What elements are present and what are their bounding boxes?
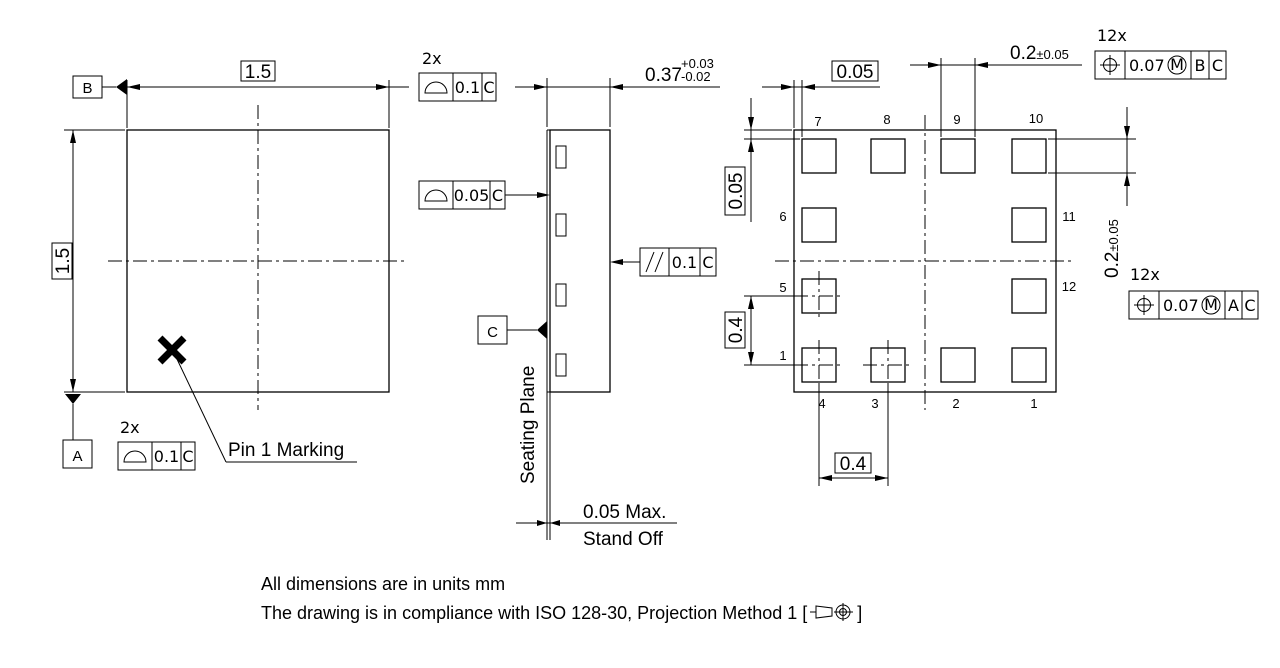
pitch-left: 0.4 (726, 316, 747, 343)
thickness-minus: -0.02 (681, 69, 711, 84)
seating-plane-label: Seating Plane (518, 366, 539, 484)
pad-12 (1011, 278, 1047, 314)
svg-text:0.1: 0.1 (154, 447, 179, 466)
width-dimension: 1.5 (245, 62, 271, 83)
height-dimension: 1.5 (53, 248, 74, 274)
pad-8 (870, 138, 906, 174)
datum-a-triangle (65, 394, 81, 404)
svg-text:B: B (1195, 56, 1206, 75)
svg-text:C: C (1212, 56, 1223, 75)
pin-label-7: 7 (814, 114, 821, 129)
pin-label-5: 5 (779, 280, 786, 295)
pin1-marker (157, 335, 187, 365)
svg-text:C: C (182, 447, 193, 466)
fcf-top-count: 2x (422, 49, 442, 68)
position-fcf-right: 0.07 M A C (1128, 290, 1259, 320)
svg-text:0.1: 0.1 (455, 78, 480, 97)
standard-note-close: ] (857, 603, 863, 623)
profile-fcf-top: 0.1 C (418, 72, 497, 102)
datum-c-triangle (537, 321, 547, 339)
datum-b-label: B (82, 80, 92, 97)
pin-label-8: 8 (883, 112, 890, 127)
pin-label-4: 4 (818, 396, 825, 411)
standoff-label: Stand Off (583, 529, 664, 550)
pin-label-2: 2 (952, 396, 959, 411)
pad-9 (940, 138, 976, 174)
mmc-modifier-icon (1167, 55, 1187, 75)
pin-numbers: 7 8 9 10 6 11 5 12 1 4 3 2 1 (779, 111, 1076, 411)
pad-11 (1011, 207, 1047, 243)
surface-profile-icon (424, 189, 448, 202)
position-icon (1100, 55, 1120, 75)
pin-label-11: 11 (1062, 209, 1076, 224)
thickness-plus: +0.03 (681, 56, 714, 71)
pin-label-1b: 1 (1030, 396, 1037, 411)
datum-c-label: C (487, 324, 498, 341)
svg-text:0.05: 0.05 (454, 186, 490, 205)
pin-label-9: 9 (953, 112, 960, 127)
pin-label-1: 1 (779, 348, 786, 363)
pad-center-marks (794, 271, 913, 390)
top-view: 1.5 B 1.5 A 2x 0.1 C 2x (51, 49, 497, 471)
mmc-modifier-icon (1201, 295, 1221, 315)
profile-fcf-bottom: 0.1 C (117, 441, 196, 471)
svg-text:C: C (483, 78, 494, 97)
standard-note: The drawing is in compliance with ISO 12… (261, 602, 862, 623)
pad-size-top: 0.2±0.05 (1010, 43, 1069, 64)
units-note: All dimensions are in units mm (261, 574, 506, 594)
standoff-value: 0.05 Max. (583, 502, 666, 523)
parallelism-icon (645, 251, 655, 273)
svg-text:C: C (702, 253, 713, 272)
svg-text:C: C (1244, 296, 1255, 315)
edge-dim-top: 0.05 (837, 62, 874, 83)
package-body-side (549, 129, 611, 393)
pad-size-right: 0.2±0.05 (1102, 219, 1123, 278)
pos-fcf-right-count: 12x (1130, 265, 1160, 284)
pin-label-3: 3 (871, 396, 878, 411)
pad-10b (1011, 347, 1047, 383)
pin-label-12: 12 (1062, 279, 1076, 294)
surface-profile-icon (123, 450, 147, 463)
pin1-label: Pin 1 Marking (228, 440, 344, 461)
position-icon (1134, 295, 1154, 315)
parallelism-fcf: 0.1 C (639, 247, 717, 277)
fcf-bottom-count: 2x (120, 418, 140, 437)
svg-text:0.07: 0.07 (1163, 296, 1199, 315)
datum-b-triangle (116, 79, 127, 95)
pitch-bottom: 0.4 (840, 454, 867, 475)
svg-text:A: A (1228, 296, 1239, 315)
bottom-view: 7 8 9 10 6 11 5 12 1 4 3 2 1 0.05 0.05 (724, 26, 1259, 486)
pad-7 (801, 138, 837, 174)
pin1-leader (175, 356, 227, 463)
svg-text:M: M (1170, 55, 1184, 74)
surface-profile-icon (424, 81, 448, 94)
edge-dim-left: 0.05 (726, 173, 747, 210)
pad-10 (1011, 138, 1047, 174)
profile-fcf-side: 0.05 C (418, 180, 506, 210)
pin-label-10: 10 (1029, 111, 1043, 126)
side-pads (555, 145, 567, 377)
standard-note-text: The drawing is in compliance with ISO 12… (261, 603, 808, 623)
position-fcf-top: 0.07 M B C (1094, 50, 1227, 80)
pad-2 (940, 347, 976, 383)
side-view: 0.37 +0.03 -0.02 0.05 C 0.1 C C (418, 56, 720, 550)
thickness-nominal: 0.37 (645, 65, 682, 86)
pad-6 (801, 207, 837, 243)
svg-text:0.07: 0.07 (1129, 56, 1165, 75)
pin-label-6: 6 (779, 209, 786, 224)
svg-text:M: M (1204, 295, 1218, 314)
projection-method-icon (810, 603, 854, 621)
datum-a-label: A (72, 448, 82, 465)
pos-fcf-top-count: 12x (1097, 26, 1127, 45)
svg-text:C: C (492, 186, 503, 205)
svg-text:0.1: 0.1 (672, 253, 697, 272)
